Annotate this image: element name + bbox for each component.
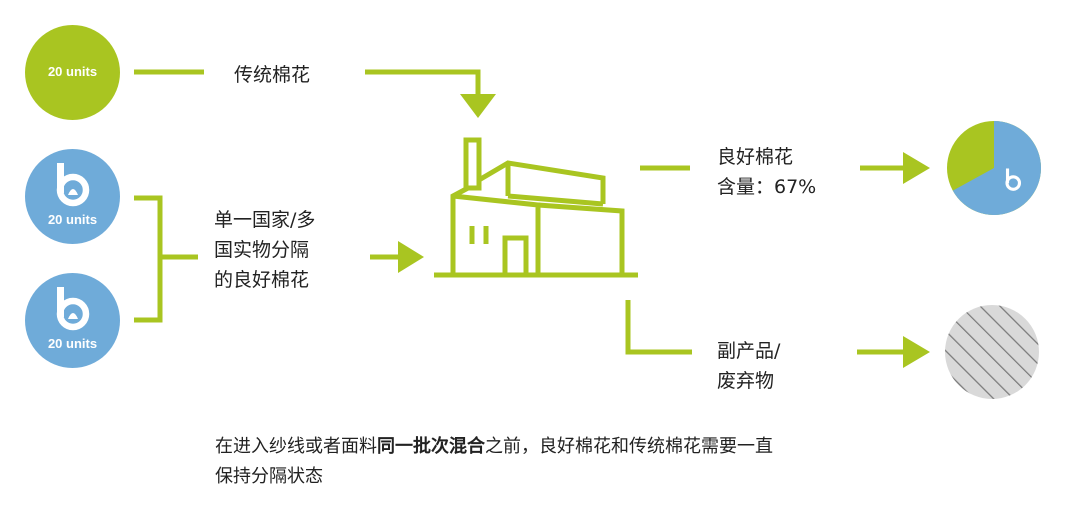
arrow-right-icon [398,241,424,273]
better-cotton-logo-icon [1005,168,1022,191]
label-byproduct: 副产品/ 废弃物 [717,336,780,396]
hatched-waste-icon [945,305,1039,399]
conventional-source-circle: 20 units [25,25,120,120]
label-line: 含量：67% [717,176,817,198]
factory-icon [434,137,638,278]
pie-bci-slice [952,121,1041,215]
footnote: 在进入纱线或者面料同一批次混合之前，良好棉花和传统棉花需要一直 保持分隔状态 [215,432,915,492]
bci-units-1: 20 units [47,212,98,227]
pie-chart-icon [947,121,1041,215]
footnote-part2: 之前，良好棉花和传统棉花需要一直 [485,436,773,457]
label-line: 单一国家/多 [214,209,316,231]
connector-conventional-to-factory [365,69,481,96]
bci-source-circle-2: 20 units [25,273,120,368]
label-conventional-cotton: 传统棉花 [234,64,311,86]
arrow-right-icon [903,336,930,368]
footnote-line2: 保持分隔状态 [215,466,323,487]
bracket-bci [134,195,163,323]
better-cotton-logo-icon [56,163,90,207]
label-line: 国实物分隔 [214,239,310,261]
arrow-down-icon [460,94,496,118]
bci-units-2: 20 units [47,336,98,351]
label-bci-content: 良好棉花 含量：67% [717,142,816,202]
label-line: 废弃物 [717,370,775,392]
label-line: 良好棉花 [717,146,794,168]
better-cotton-logo-icon [56,287,90,331]
label-line: 副产品/ [717,340,781,362]
conventional-units: 20 units [47,64,98,79]
footnote-part1: 在进入纱线或者面料 [215,436,377,457]
bci-source-circle-1: 20 units [25,149,120,244]
arrow-right-icon [903,152,930,184]
footnote-bold: 同一批次混合 [377,436,485,457]
label-bci-segregated: 单一国家/多 国实物分隔 的良好棉花 [214,205,315,295]
connector-factory-to-byproduct [625,300,692,355]
label-line: 的良好棉花 [214,269,310,291]
